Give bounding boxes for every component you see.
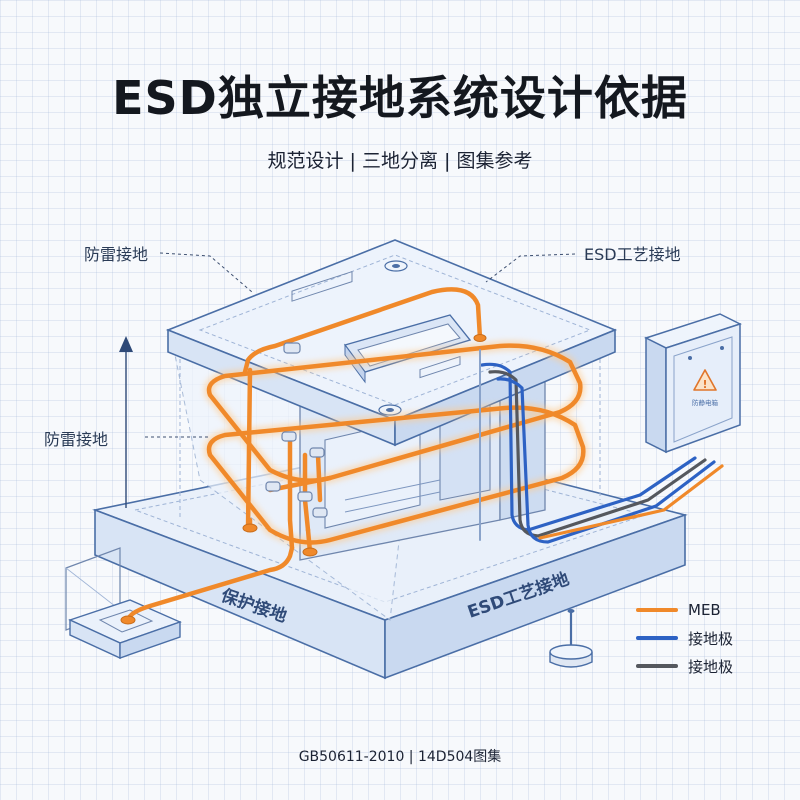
legend-swatch-blue [636,636,678,640]
legend-label: 接地极 [688,629,734,648]
legend-item: 接地极 [636,624,786,652]
meb-orange-network [120,287,589,625]
legend-swatch-meb [636,608,678,612]
callout-esd-top: ESD工艺接地 [584,245,681,264]
esd-cabinet: ! 防静电箱 [644,313,742,454]
legend-item: 接地极 [636,652,786,680]
callout-leaders [145,252,576,438]
footer-reference: GB50611-2010 | 14D504图集 [298,749,502,765]
callout-lightning-mid: 防雷接地 [44,430,109,449]
legend: MEB 接地极 接地极 [636,596,786,680]
ground-rod [549,609,593,668]
page-title: ESD独立接地系统设计依据 [112,71,688,125]
esd-bus [479,349,724,544]
page-subtitle: 规范设计 | 三地分离 | 图集参考 [267,150,533,172]
callout-lightning-top: 防雷接地 [84,245,149,264]
legend-label: 接地极 [688,657,734,676]
legend-item: MEB [636,596,786,624]
legend-label: MEB [688,601,721,619]
legend-swatch-gray [636,664,678,668]
lightning-arrow [119,336,133,508]
cabinet-sign-text: 防静电箱 [692,398,719,407]
svg-text:!: ! [702,378,707,391]
